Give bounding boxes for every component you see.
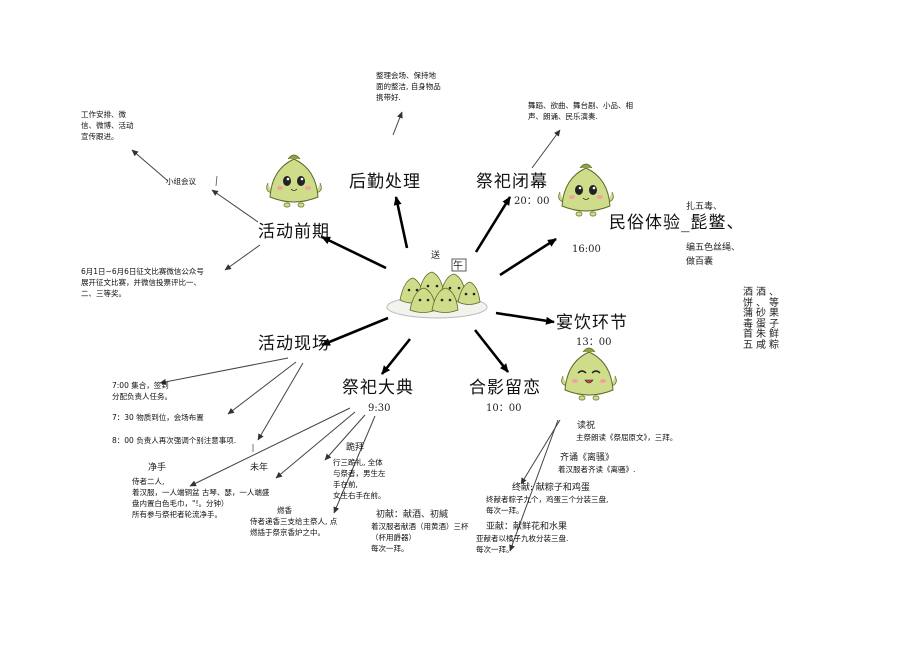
step-ranxiang-body: 侍者递香三支给主祭人, 点 燃插于祭京香炉之中。 — [250, 517, 338, 537]
svg-text:送: 送 — [431, 249, 440, 261]
step-qisong-title: 齐诵《离骚》 — [560, 453, 615, 463]
node-jisi-bimu: 祭祀闭幕 — [476, 172, 548, 192]
note-houqin: 整理会场、保持地 面的整洁, 自身物品 携带好. — [376, 71, 441, 102]
step-qisong-body: 着汉服者齐读《离骚》. — [558, 465, 636, 474]
note-yanyin-menu: 酒酒、 饼、等 蒲砂果 毒蛋子 首朱鲜 五咸粽 — [743, 287, 782, 351]
time-jisi-bimu: 20：00 — [514, 196, 550, 207]
note-minsu-a: 扎五毒、 — [686, 202, 723, 212]
step-ranxiang-title: 燃香 — [277, 506, 292, 515]
center-dumpling-plate: 送 午 — [386, 249, 488, 319]
arrow-to-bimu-note — [531, 129, 561, 169]
arrow-to-guibai — [324, 414, 366, 461]
step-chuxian-title: 初献：献酒、初緘 — [376, 510, 449, 520]
note-minsu-b: 编五色丝绳、 做百囊 — [686, 243, 741, 268]
arrow-to-xc2 — [227, 361, 297, 415]
arrow-to-chuxian — [333, 415, 376, 514]
note-xianchang-3: 8：00 负责人再次强调个别注意事项. — [112, 436, 237, 445]
arrow-to-qianqi — [321, 235, 387, 270]
step-yaxian-body: 亚献者以橘子九枚分装三盘. 每次一拜。 — [476, 534, 569, 554]
arrow-to-xiaozu — [211, 189, 259, 223]
arrow-to-minsu — [499, 237, 557, 277]
note-xianchang-1: 7:00 集合，签到 分配负责人任务。 — [112, 381, 172, 401]
step-jingshou-body: 侍者二人, 着汉服，一人端铜盆 古琴、瑟，一人端盛 盘内置白色毛巾，"!。分钟）… — [132, 477, 270, 519]
time-yanyin: 13：00 — [576, 337, 612, 348]
node-minsu: 民俗体验_髭鳖、 — [609, 213, 745, 233]
node-heying: 合影留恋 — [469, 378, 541, 398]
arrow-to-work-note — [131, 149, 169, 182]
arrow-to-yaxian — [509, 419, 559, 552]
step-guibai-title: 跪拜 — [346, 443, 365, 453]
time-jisi-dadian: 9:30 — [368, 403, 391, 414]
arrow-to-bimu — [474, 196, 512, 253]
node-houqin: 后勤处理 — [349, 172, 421, 192]
step-yaxian-title: 亚献：献鲜花和水果 — [486, 522, 568, 532]
svg-text:午: 午 — [453, 259, 463, 272]
arrow-to-zhengwen — [224, 244, 261, 271]
arrow-to-ranxiang — [275, 411, 356, 479]
secondary-connectors — [131, 111, 561, 552]
node-jisi-dadian: 祭祀大典 — [342, 378, 414, 398]
arrow-to-xc3 — [257, 362, 304, 441]
arrow-to-xianchang — [321, 316, 389, 347]
arrow-to-dadian — [380, 338, 412, 375]
arrow-to-yanyin — [495, 311, 555, 325]
arrow-to-houqin-note — [392, 111, 403, 136]
dumpling-character-3 — [561, 347, 617, 401]
dumpling-character-2 — [558, 163, 614, 217]
note-xiaozu: 小组会议 — [166, 177, 196, 186]
step-guibai-body: 行三跪礼, 全体 与祭者，男生左 手在前, 女生右手在前。 — [333, 458, 386, 500]
time-minsu: 16:00 — [572, 244, 601, 255]
node-yanyin: 宴饮环节 — [556, 313, 628, 333]
arrow-to-heying — [473, 329, 510, 373]
step-jingshou-title: 净手 — [148, 463, 167, 473]
dumpling-character-1 — [266, 154, 322, 208]
arrow-to-zhongxian — [520, 419, 561, 485]
note-bimu: 舞蹈、欲曲、舞台剧、小品、相 声、朗诵、民乐演奏. — [528, 101, 633, 121]
step-chuxian-body: 着汉服者献酒（用黄酒）三杯 （杯用爵器） 每次一拜。 — [371, 522, 469, 553]
note-work: 工作安排、微 信、微博、活动 宣传跟进。 — [81, 110, 134, 141]
step-zhongxian-body: 终献者粽子九个，鸡蛋三个分装三盘, 每次一拜。 — [486, 495, 609, 515]
note-xianchang-2: 7：30 物质到位，会场布置 — [112, 413, 204, 422]
step-dusi-title: 读祝 — [577, 421, 596, 431]
arrow-to-jingshou — [189, 407, 351, 487]
main-connectors — [321, 196, 557, 375]
step-weinian: 未年 — [250, 463, 269, 473]
time-heying: 10：00 — [486, 403, 522, 414]
arrow-to-houqin — [393, 196, 409, 249]
node-huodong-qianqi: 活动前期 — [258, 222, 330, 242]
step-zhongxian-title: 终献: 献粽子和鸡蛋 — [512, 483, 590, 493]
note-zhengwen: 6月1日~6月6日征文比赛微信公众号 展开征文比赛，并微信投票评比一、 二、三等… — [81, 267, 204, 298]
step-dusi-body: 主祭朗读《祭屈原文》，三拜。 — [576, 433, 678, 442]
node-huodong-xianchang: 活动现场 — [258, 334, 330, 354]
stray-marks — [215, 175, 254, 452]
arrow-to-xc1 — [159, 357, 289, 385]
